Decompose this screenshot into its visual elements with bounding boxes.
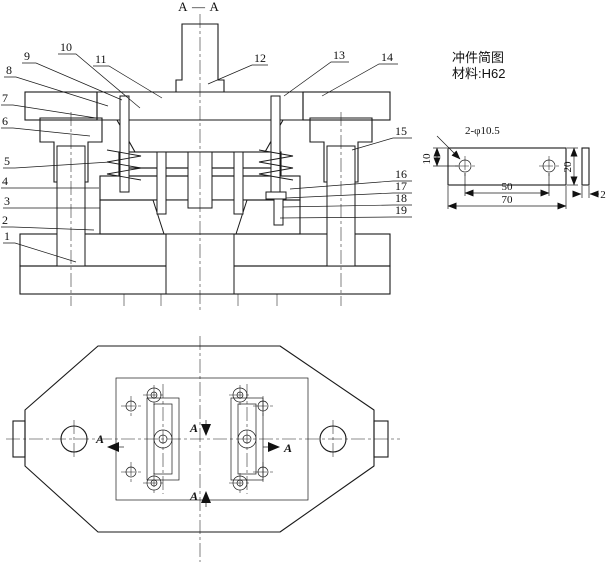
part-front-view bbox=[447, 147, 567, 186]
part-label-3: 3 bbox=[4, 194, 10, 208]
part-label-10: 10 bbox=[60, 40, 72, 54]
leader-line bbox=[207, 64, 268, 85]
part-label-16: 16 bbox=[395, 167, 407, 181]
stripper-bolt-left bbox=[119, 95, 130, 193]
leader-line bbox=[282, 204, 412, 208]
part-label-9: 9 bbox=[24, 49, 30, 63]
part-label-17: 17 bbox=[395, 179, 407, 193]
leader-line bbox=[321, 63, 398, 97]
leader-line bbox=[1, 127, 91, 137]
section-mark-a-top: A bbox=[189, 421, 198, 435]
upper-shoe-right bbox=[302, 91, 391, 121]
dim-70: 70 bbox=[502, 194, 514, 206]
sketch-title: 冲件简图 bbox=[452, 50, 504, 65]
spring-left bbox=[106, 149, 142, 181]
part-callouts-right: 12 13 14 15 16 17 18 19 bbox=[207, 48, 412, 219]
stop-pin bbox=[273, 198, 284, 226]
leader-line bbox=[93, 65, 163, 99]
upper-shoe-left bbox=[24, 91, 98, 121]
part-label-11: 11 bbox=[95, 52, 107, 66]
leader-line bbox=[3, 161, 111, 169]
dim-10: 10 bbox=[421, 153, 433, 165]
part-label-12: 12 bbox=[254, 51, 266, 65]
part-label-2: 2 bbox=[2, 213, 8, 227]
part-callouts-left: 9 10 11 8 7 6 5 4 3 2 1 bbox=[1, 40, 163, 263]
part-label-5: 5 bbox=[4, 154, 10, 168]
dim-2: 2 bbox=[600, 189, 606, 201]
leader-line bbox=[3, 242, 77, 263]
guide-bushing-right bbox=[309, 117, 373, 183]
part-label-8: 8 bbox=[6, 63, 12, 77]
leader-line bbox=[58, 53, 141, 109]
sketch-material: 材料:H62 bbox=[452, 66, 505, 81]
die-shank bbox=[175, 23, 225, 93]
part-label-18: 18 bbox=[395, 191, 407, 205]
part-label-7: 7 bbox=[2, 91, 8, 105]
section-mark-a-right: A bbox=[283, 441, 292, 455]
leader-line bbox=[289, 180, 412, 190]
dim-20: 20 bbox=[562, 161, 574, 173]
section-title: A — A bbox=[178, 0, 220, 14]
part-label-13: 13 bbox=[333, 48, 345, 62]
dim-50: 50 bbox=[502, 181, 514, 193]
part-label-15: 15 bbox=[395, 124, 407, 138]
guide-bushing-left bbox=[39, 117, 103, 183]
part-label-1: 1 bbox=[4, 229, 10, 243]
leader-line bbox=[1, 226, 95, 231]
leader-line bbox=[279, 216, 412, 219]
leader-line bbox=[4, 76, 109, 107]
leader-line bbox=[22, 62, 123, 101]
piercing-punch-right bbox=[233, 151, 244, 215]
leader-line bbox=[285, 192, 412, 199]
dim-holes: 2-φ10.5 bbox=[465, 125, 500, 137]
piercing-punch-left bbox=[156, 151, 167, 215]
spring-right bbox=[258, 149, 294, 181]
part-sketch: 冲件简图 材料:H62 2-φ10.5 50 70 10 20 bbox=[421, 50, 606, 210]
part-label-6: 6 bbox=[2, 114, 8, 128]
part-label-4: 4 bbox=[2, 174, 8, 188]
part-side-view bbox=[581, 147, 590, 186]
plan-view: A A A A bbox=[6, 336, 400, 562]
stop-pin-head bbox=[265, 191, 287, 200]
part-label-14: 14 bbox=[381, 50, 393, 64]
hole-leader bbox=[436, 135, 461, 160]
section-mark-a-left: A bbox=[95, 432, 104, 446]
leader-line bbox=[351, 137, 412, 151]
section-view: A — A bbox=[19, 0, 391, 312]
leader-line bbox=[1, 104, 97, 119]
leader-line bbox=[283, 61, 349, 97]
section-mark-a-bottom: A bbox=[189, 489, 198, 503]
part-label-19: 19 bbox=[395, 203, 407, 217]
